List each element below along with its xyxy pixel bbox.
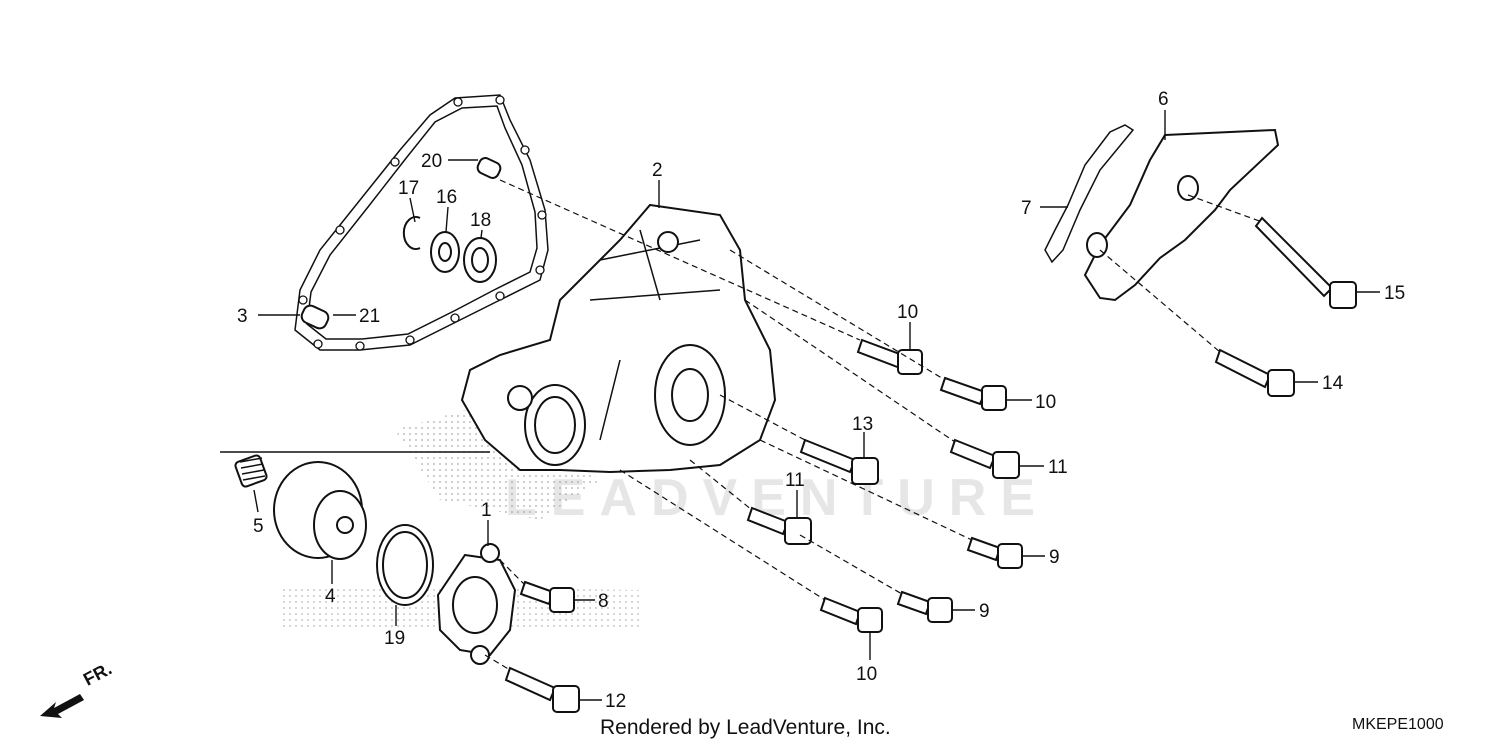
callout-9-b: 9 bbox=[979, 601, 990, 622]
dowel-pin-20 bbox=[476, 157, 502, 179]
cover-ribs bbox=[589, 229, 721, 441]
bolt-9-a bbox=[966, 536, 1023, 569]
sprocket-cover-6 bbox=[1083, 128, 1280, 302]
callout-21: 21 bbox=[359, 306, 380, 327]
callout-3: 3 bbox=[237, 306, 248, 327]
filter-cover-1-tab-top bbox=[480, 543, 500, 563]
bolt-11-a bbox=[949, 438, 1020, 479]
gasket-holes bbox=[298, 95, 547, 351]
spring-5 bbox=[234, 454, 268, 488]
callout-8: 8 bbox=[598, 591, 609, 612]
gasket-3-inner bbox=[306, 105, 538, 340]
callout-11-a: 11 bbox=[1048, 457, 1068, 478]
cover-mount-boss-2 bbox=[657, 231, 679, 253]
callout-13: 13 bbox=[852, 414, 873, 435]
left-crankcase-cover-2 bbox=[460, 203, 777, 474]
gasket-7 bbox=[1044, 124, 1135, 264]
callout-12: 12 bbox=[605, 691, 626, 712]
callout-16: 16 bbox=[436, 187, 457, 208]
callout-15: 15 bbox=[1384, 283, 1405, 304]
oil-filter-4-hole bbox=[336, 516, 354, 534]
dowel-pin-21 bbox=[300, 304, 330, 330]
callout-1: 1 bbox=[481, 500, 492, 521]
bolt-12 bbox=[504, 666, 580, 713]
bolt-9-b bbox=[896, 590, 953, 623]
callout-11-b: 11 bbox=[785, 470, 805, 491]
bolt-15 bbox=[1254, 216, 1357, 309]
callout-17: 17 bbox=[398, 178, 419, 199]
callout-6: 6 bbox=[1158, 89, 1169, 110]
callout-10-c: 10 bbox=[856, 664, 877, 685]
callout-20: 20 bbox=[421, 151, 442, 172]
cover-filter-bore-inner bbox=[534, 396, 576, 454]
callout-10-b: 10 bbox=[1035, 392, 1056, 413]
filter-cover-1-face bbox=[452, 576, 498, 634]
cover-6-boss-upper bbox=[1177, 175, 1199, 201]
oil-seal-18-inner bbox=[471, 247, 489, 273]
bolt-10-c bbox=[819, 596, 883, 633]
gasket-3 bbox=[294, 94, 549, 351]
callout-4: 4 bbox=[325, 586, 336, 607]
callouts: 1 2 3 4 5 6 7 8 9 9 10 10 10 11 11 12 13… bbox=[237, 89, 1405, 712]
callout-7: 7 bbox=[1021, 198, 1032, 219]
washer-16-hole bbox=[438, 242, 452, 262]
bolt-14 bbox=[1214, 348, 1295, 397]
callout-2: 2 bbox=[652, 160, 663, 181]
cover-rotor-boss-inner bbox=[671, 368, 709, 422]
callout-14: 14 bbox=[1322, 373, 1344, 394]
callout-18: 18 bbox=[470, 210, 491, 231]
callout-10-a: 10 bbox=[897, 302, 918, 323]
alignment-lines bbox=[220, 179, 1263, 671]
o-ring-19-inner bbox=[382, 531, 428, 599]
bolt-13 bbox=[799, 438, 879, 485]
bolt-11-b bbox=[746, 506, 812, 545]
leader-lines bbox=[253, 110, 1380, 701]
filter-cover-1-tab-bottom bbox=[470, 645, 490, 665]
bolt-10-b bbox=[939, 376, 1007, 411]
front-direction-arrow-icon bbox=[40, 694, 84, 718]
diagram-code: MKEPE1000 bbox=[1352, 716, 1444, 733]
spring-5-coils bbox=[239, 457, 266, 481]
callout-5: 5 bbox=[253, 516, 264, 537]
shade-area-top bbox=[395, 400, 600, 520]
bolt-8 bbox=[519, 580, 575, 613]
bolt-10-a bbox=[856, 338, 923, 375]
callout-9-a: 9 bbox=[1049, 547, 1060, 568]
render-credit: Rendered by LeadVenture, Inc. bbox=[600, 716, 891, 739]
circlip-17 bbox=[402, 216, 421, 250]
cover-mount-boss bbox=[507, 385, 533, 411]
callout-19: 19 bbox=[384, 628, 405, 649]
